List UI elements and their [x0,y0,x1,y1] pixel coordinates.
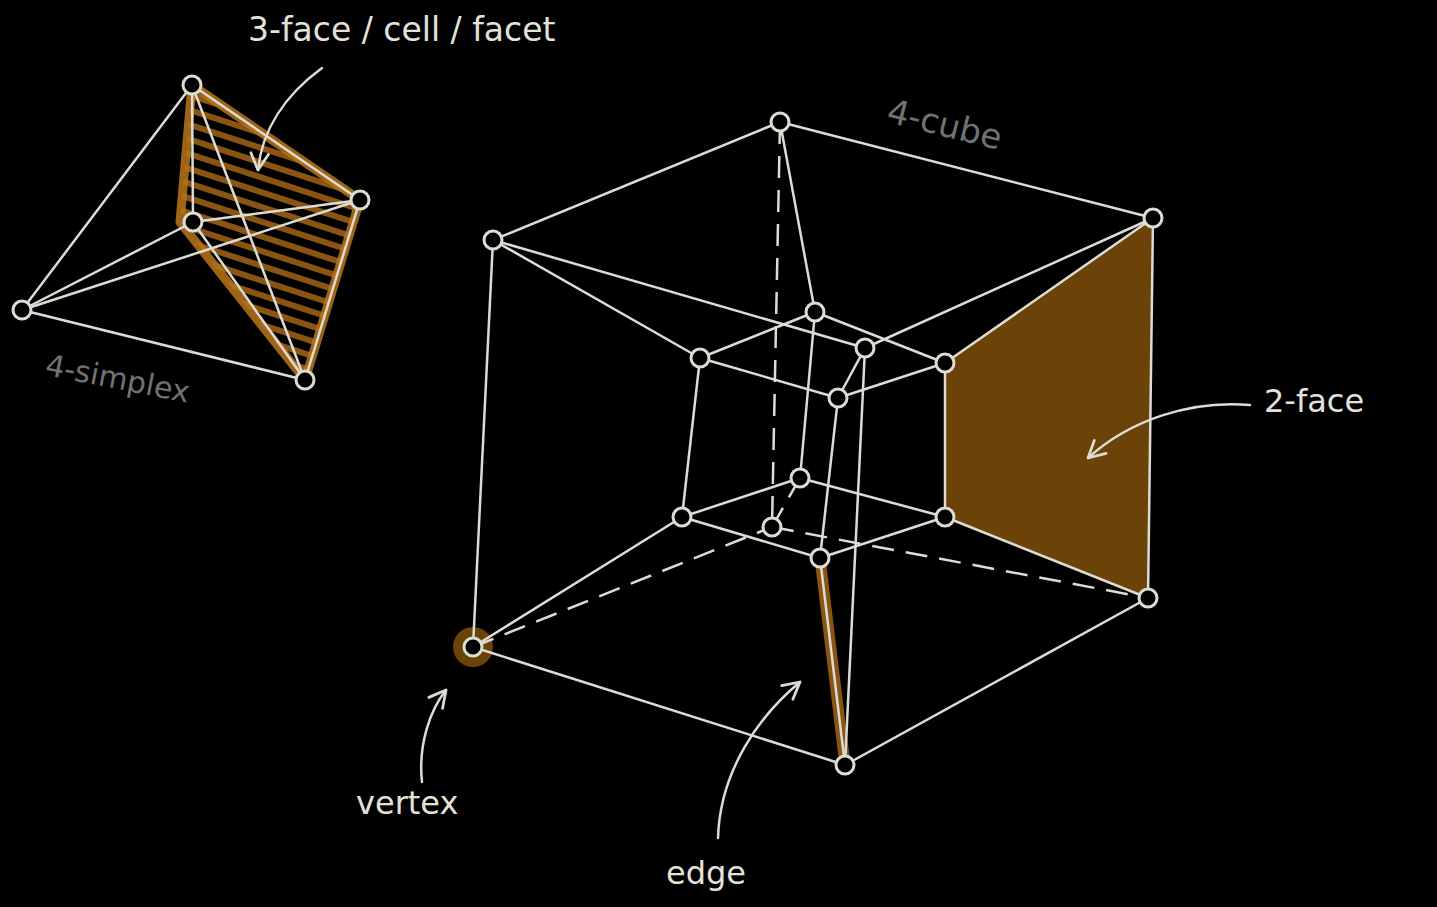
figure-part [856,339,874,357]
figure-part [800,478,945,517]
figure-title: 4-cube [883,93,1005,158]
figure-part [192,85,305,380]
figure-part [845,348,865,765]
figure-part [22,85,192,310]
figure-part [836,756,854,774]
tesseract-figure [453,113,1162,774]
figure-part [945,517,1148,598]
simplex-edges [22,85,360,380]
figure-part [800,312,815,478]
figure-part [464,638,482,656]
figure-part [296,371,314,389]
figure-part [183,76,201,94]
figure-part [1144,209,1162,227]
simplex-vertices [13,76,369,389]
figure-part [192,85,193,222]
cell-label: 3-face / cell / facet [248,12,555,48]
figure-part [673,508,691,526]
figure-part [351,191,369,209]
figure-title: 4-simplex [43,348,193,408]
figure-part [771,113,789,131]
figure-part [772,527,1148,598]
figure-part [193,200,360,222]
figure-part [691,349,709,367]
figure-part [473,647,845,765]
edge-highlight [820,558,845,765]
leader-line [421,690,446,782]
figure-part [473,527,772,647]
figure-part [700,312,815,358]
edge-label: edge [666,856,746,891]
figure-part [865,218,1153,348]
figure-part [772,122,780,527]
figure-part [815,312,945,363]
figure-part [493,122,780,240]
leader-arrows [258,68,1250,838]
leader-line [718,682,800,838]
face-fill [945,218,1153,598]
figure-part [700,358,838,398]
leader-line [258,68,322,170]
figure-part [806,303,824,321]
figure-part [22,222,193,310]
figure-part [22,200,360,310]
figure-part [1139,589,1157,607]
figure-part [780,122,815,312]
figure-part [763,518,781,536]
figure-part [682,358,700,517]
figure-part [682,517,820,558]
tesseract-vertices [464,113,1162,774]
figure-part [829,389,847,407]
figure-part [192,85,360,200]
figure-part [484,231,502,249]
figure-part [473,240,493,647]
figure-part [936,508,954,526]
vertex-label: vertex [356,786,458,821]
face-label: 2-face [1264,384,1364,419]
figure-part [820,398,838,558]
leader-line [1088,404,1250,458]
figure-part [845,598,1148,765]
figure-part [791,469,809,487]
figure-part [1148,218,1153,598]
figure-part [305,200,360,380]
figure-part [944,363,947,517]
figure-part [945,218,1153,363]
figure-part [13,301,31,319]
figure-part [493,240,865,348]
tesseract-hidden-edges [473,122,1148,647]
tesseract-edges [473,122,1153,765]
figure-part [936,354,954,372]
figure-part [184,213,202,231]
figure-part [820,558,845,765]
figure-part [811,549,829,567]
figure-part [820,517,945,558]
figure-part [473,517,682,647]
simplex-figure [13,76,369,389]
figure-part [493,240,700,358]
